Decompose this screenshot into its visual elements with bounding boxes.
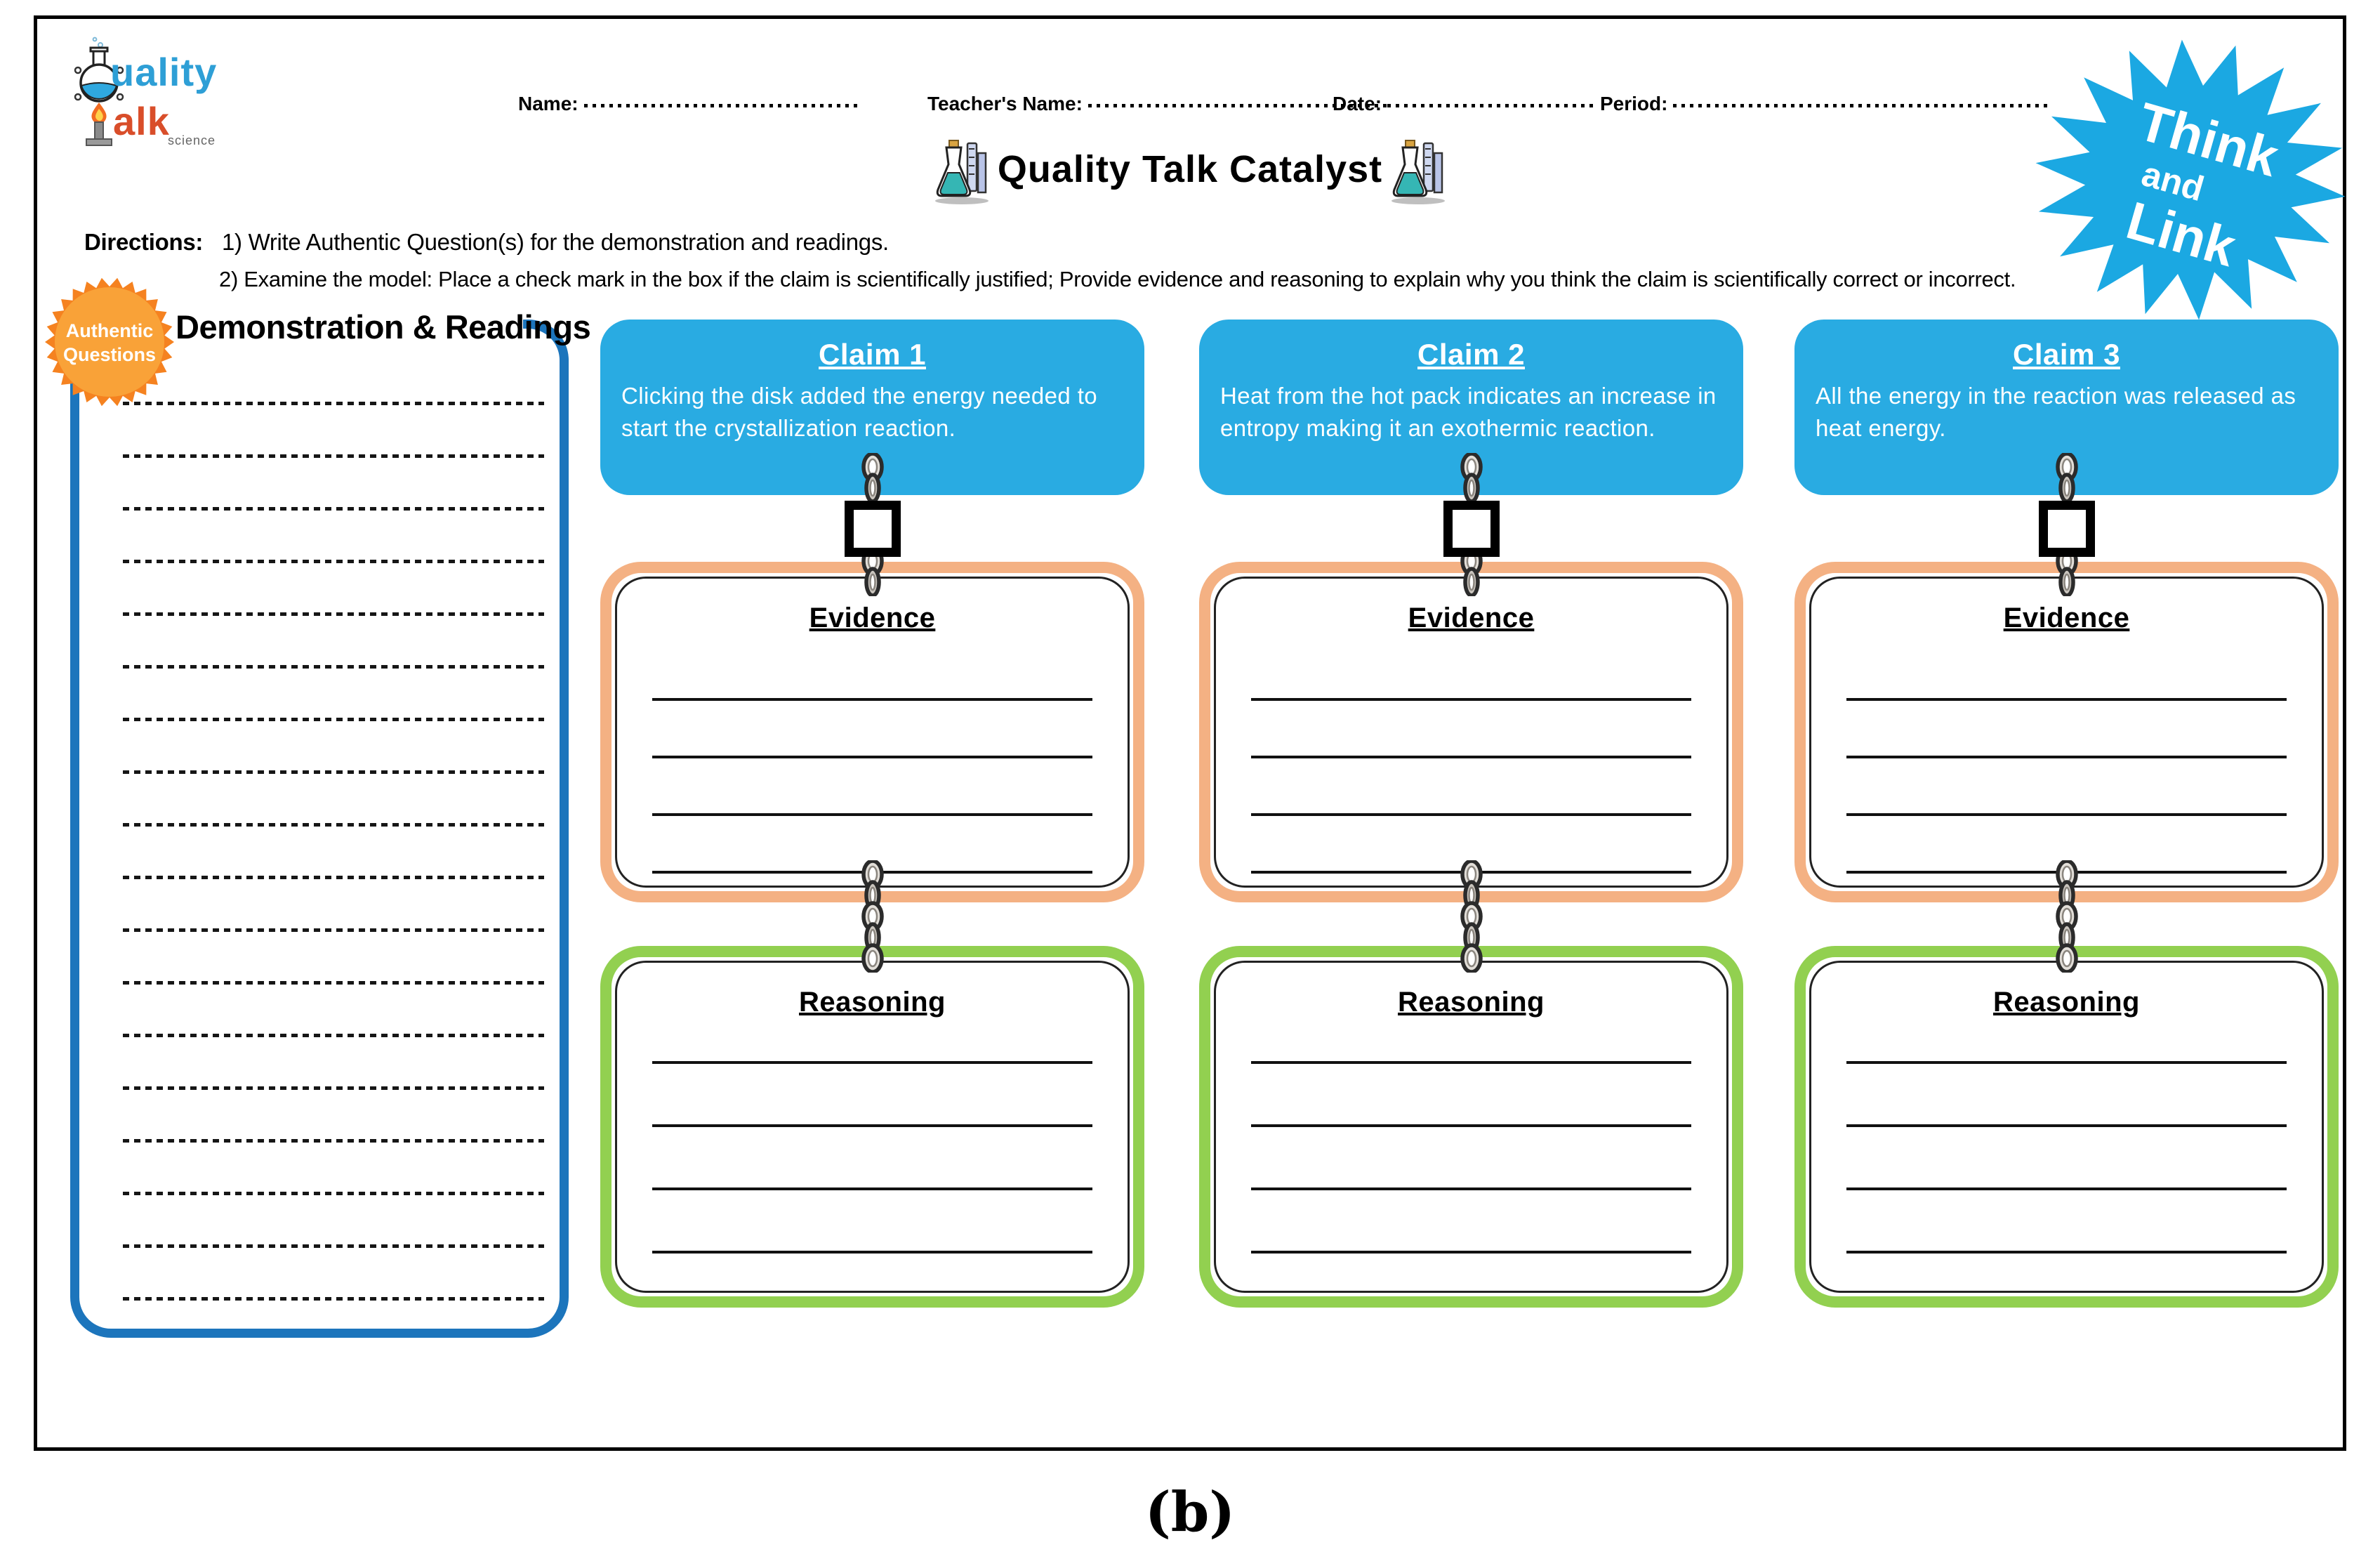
logo-word-uality: uality [110,50,218,94]
date-blank-line [1387,104,1599,107]
teacher-name-label: Teacher's Name: [927,93,1083,114]
chain-link-icon [1460,860,1483,973]
evidence-write-lines [1251,573,1691,891]
logo-subtext: science [168,133,216,147]
evidence-box: Evidence [1794,562,2339,902]
authentic-questions-badge: Authentic Questions [45,277,174,407]
period-label: Period: [1600,93,1668,114]
reasoning-write-lines [1846,957,2287,1296]
claim-text: Clicking the disk added the energy neede… [621,383,1098,441]
evidence-write-lines [1846,573,2287,891]
claim-column-3: Claim 3 All the energy in the reaction w… [1794,320,2339,1310]
evidence-title: Evidence [809,603,936,633]
flask-burner-icon [74,37,124,146]
name-blank-line [583,104,858,107]
badge-line-2: Questions [63,344,156,365]
directions-line-1: Directions: 1) Write Authentic Question(… [84,229,889,256]
name-field: Name: [518,93,858,115]
page-title: Quality Talk Catalyst [997,148,1383,190]
authentic-questions-write-area [123,402,544,1308]
beaker-cluster-icon [935,140,989,204]
logo-word-alk: alk [113,99,170,143]
directions-step2: 2) Examine the model: Place a check mark… [219,267,2016,291]
chain-link-icon [2055,453,2078,502]
reasoning-box: Reasoning [1794,946,2339,1308]
claim-box: Claim 2 Heat from the hot pack indicates… [1199,320,1743,495]
reasoning-write-lines [1251,957,1691,1296]
claim-column-1: Claim 1 Clicking the disk added the ener… [600,320,1144,1310]
evidence-title: Evidence [1408,603,1535,633]
claim-text: Heat from the hot pack indicates an incr… [1220,383,1717,441]
claim-text: All the energy in the reaction was relea… [1816,383,2296,441]
directions-step1: 1) Write Authentic Question(s) for the d… [221,229,889,255]
chain-link-icon [1460,453,1483,502]
evidence-write-lines [652,573,1092,891]
directions-label: Directions: [84,229,204,255]
name-label: Name: [518,93,579,114]
period-blank-line [1673,104,2053,107]
teacher-name-field: Teacher's Name: [927,93,1390,115]
subfigure-caption: (b) [1144,1480,1236,1544]
beaker-cluster-icon [1391,140,1445,204]
date-field: Date: [1333,93,1599,115]
reasoning-title: Reasoning [1993,987,2140,1018]
reasoning-title: Reasoning [799,987,946,1018]
evidence-box: Evidence [600,562,1144,902]
think-and-link-badge: Think and Link [2035,39,2346,320]
page-border [34,15,2346,1451]
claim-checkbox[interactable] [1443,501,1500,557]
date-label: Date: [1333,93,1382,114]
reasoning-write-lines [652,957,1092,1296]
panel-title: Demonstration & Readings [176,308,591,346]
period-field: Period: [1600,93,2053,115]
evidence-title: Evidence [2003,603,2130,633]
reasoning-title: Reasoning [1398,987,1545,1018]
claim-column-2: Claim 2 Heat from the hot pack indicates… [1199,320,1743,1310]
chain-link-icon [2055,860,2078,973]
reasoning-box: Reasoning [1199,946,1743,1308]
evidence-box: Evidence [1199,562,1743,902]
chain-link-icon [861,860,884,973]
quality-talk-logo: uality alk science [67,34,298,153]
badge-line-1: Authentic [66,320,154,341]
claim-title: Claim 2 [1417,338,1525,371]
starburst-icon [2035,39,2346,320]
teacher-blank-line [1087,104,1390,107]
claim-checkbox[interactable] [2038,501,2095,557]
claim-title: Claim 1 [819,338,926,371]
chain-link-icon [861,453,884,502]
reasoning-box: Reasoning [600,946,1144,1308]
claim-checkbox[interactable] [844,501,901,557]
claim-title: Claim 3 [2013,338,2120,371]
